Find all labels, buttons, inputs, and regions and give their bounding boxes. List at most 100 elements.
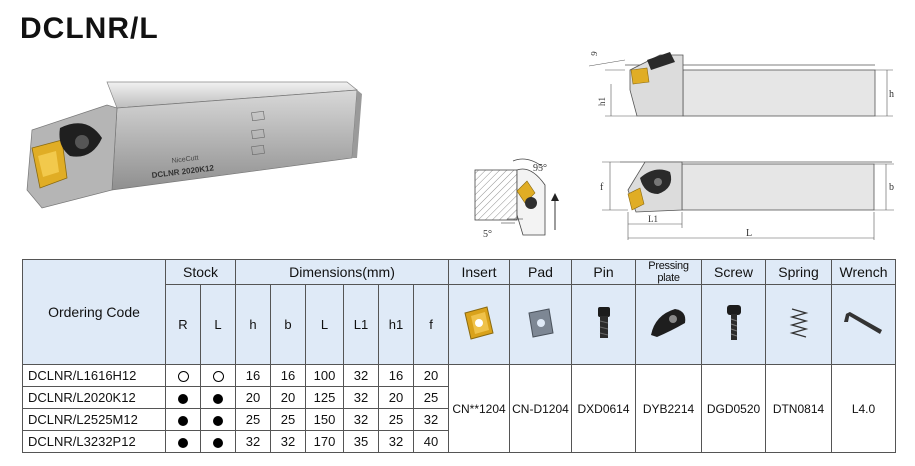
dimensions-header: Dimensions(mm) [235, 259, 449, 285]
dim-b-cell: 20 [270, 386, 306, 409]
wrench-icon [843, 312, 882, 334]
pressing-plate-image-cell [635, 284, 702, 365]
stock-r-cell [165, 430, 201, 453]
table-row: DCLNR/L1616H12 16 16 100 32 16 20 CN**12… [22, 364, 896, 453]
dim-b-cell: 32 [270, 430, 306, 453]
ordering-code-cell: DCLNR/L1616H12 [22, 364, 166, 387]
wrench-value: L4.0 [831, 364, 896, 453]
spring-image-cell [765, 284, 832, 365]
dim-h-cell: 32 [235, 430, 271, 453]
ordering-code-cell: DCLNR/L2525M12 [22, 408, 166, 431]
dim-h-cell: 25 [235, 408, 271, 431]
dim-h1-cell: 25 [378, 408, 414, 431]
pin-icon [597, 307, 610, 338]
top-view-drawing: b f L1 L [600, 161, 894, 240]
angle-95-label: 95° [533, 163, 547, 174]
angle-5-label: 5° [483, 229, 492, 240]
stock-r-cell [165, 408, 201, 431]
stock-col-r: R [165, 284, 201, 365]
stock-l-cell [200, 386, 236, 409]
stock-solid-icon [178, 393, 188, 404]
insert-image-cell [448, 284, 510, 365]
dim-l-cell: 100 [305, 364, 344, 387]
screw-icon [726, 305, 741, 340]
pad-image-cell [509, 284, 572, 365]
screw-value: DGD0520 [701, 364, 766, 453]
dim-col-l: L [305, 284, 344, 365]
dim-f-cell: 20 [413, 364, 449, 387]
tool-holder-photo: NiceCutt DCLNR 2020K12 [26, 81, 362, 209]
stock-solid-icon [213, 393, 223, 404]
dim-h1-cell: 32 [378, 430, 414, 453]
pressing-plate-header: Pressing plate [635, 259, 702, 285]
pad-icon [527, 308, 554, 338]
stock-l-cell [200, 430, 236, 453]
dim-h1-cell: 16 [378, 364, 414, 387]
side-view-drawing: h h1 9 [589, 50, 894, 117]
dim-f-cell: 40 [413, 430, 449, 453]
dim-h-label: h [889, 89, 894, 100]
stock-col-l: L [200, 284, 236, 365]
stock-l-cell [200, 408, 236, 431]
table-row: DCLNR/L2525M12 25 25 150 32 25 32 [22, 408, 896, 431]
spring-value: DTN0814 [765, 364, 832, 453]
side-angle-label: 9 [589, 50, 600, 57]
insert-header: Insert [448, 259, 510, 285]
dim-col-f: f [413, 284, 449, 365]
stock-solid-icon [178, 415, 188, 426]
dim-l-cell: 170 [305, 430, 344, 453]
dim-b-cell: 25 [270, 408, 306, 431]
pin-header: Pin [571, 259, 636, 285]
dim-h1-cell: 20 [378, 386, 414, 409]
stock-hollow-icon [212, 371, 224, 383]
pressing-plate-value: DYB2214 [635, 364, 702, 453]
dim-col-b: b [270, 284, 306, 365]
dim-l1-cell: 32 [343, 408, 379, 431]
ordering-code-cell: DCLNR/L3232P12 [22, 430, 166, 453]
dim-f-label: f [600, 182, 604, 193]
dim-h1-label: h1 [597, 97, 607, 106]
stock-hollow-icon [177, 371, 189, 383]
ordering-code-header: Ordering Code [22, 259, 166, 365]
dim-col-h: h [235, 284, 271, 365]
stock-solid-icon [178, 437, 188, 448]
dim-h-cell: 20 [235, 386, 271, 409]
page-title: DCLNR/L [20, 12, 159, 45]
dim-f-cell: 32 [413, 408, 449, 431]
dim-f-cell: 25 [413, 386, 449, 409]
dim-b-label: b [889, 182, 894, 193]
stock-l-cell [200, 364, 236, 387]
insert-value: CN**1204 [448, 364, 510, 453]
stock-r-cell [165, 386, 201, 409]
wrench-image-cell [831, 284, 896, 365]
pin-image-cell [571, 284, 636, 365]
table-subheader-row: R L h b L L1 h1 f [22, 284, 896, 365]
table-row: DCLNR/L2020K12 20 20 125 32 20 25 [22, 386, 896, 409]
table-row: DCLNR/L3232P12 32 32 170 35 32 40 [22, 430, 896, 453]
dim-l1-cell: 35 [343, 430, 379, 453]
ordering-code-cell: DCLNR/L2020K12 [22, 386, 166, 409]
dim-col-l1: L1 [343, 284, 379, 365]
pin-value: DXD0614 [571, 364, 636, 453]
spec-table: Ordering Code Stock Dimensions(mm) Inser… [22, 259, 896, 453]
table-header-row: Ordering Code Stock Dimensions(mm) Inser… [22, 259, 896, 365]
stock-solid-icon [213, 437, 223, 448]
dim-l1-label: L1 [648, 214, 658, 224]
photo-brand: NiceCutt [171, 155, 199, 165]
dim-l-cell: 150 [305, 408, 344, 431]
stock-header: Stock [165, 259, 236, 285]
dim-l1-cell: 32 [343, 386, 379, 409]
screw-header: Screw [701, 259, 766, 285]
pad-header: Pad [509, 259, 572, 285]
spring-icon [789, 308, 808, 338]
stock-r-cell [165, 364, 201, 387]
dim-l1-cell: 32 [343, 364, 379, 387]
dim-col-h1: h1 [378, 284, 414, 365]
insert-angle-drawing: 95° 5° [474, 158, 559, 240]
screw-image-cell [701, 284, 766, 365]
pad-value: CN-D1204 [509, 364, 572, 453]
pressing-plate-icon [650, 309, 685, 337]
dim-b-cell: 16 [270, 364, 306, 387]
insert-icon [464, 306, 494, 340]
dim-l-label: L [746, 228, 752, 239]
